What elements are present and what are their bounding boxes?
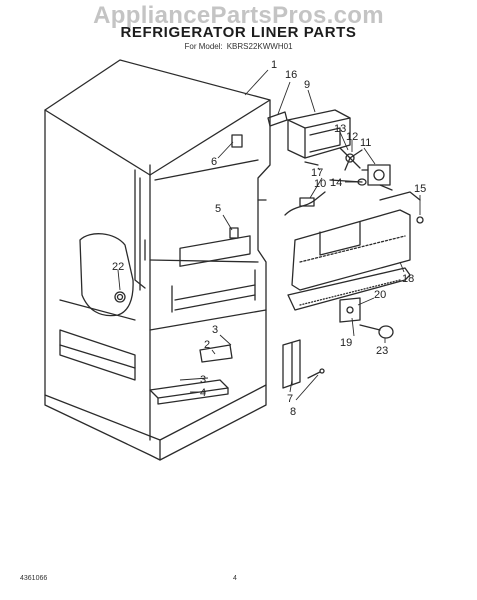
callout-5: 5 [215,203,221,215]
model-number: KBRS22KWWH01 [226,42,293,51]
part-9-housing [287,109,351,159]
callout-4: 4 [200,387,206,399]
part-16-gasket [267,111,288,127]
page-number: 4 [233,575,237,582]
callout-17: 17 [311,167,323,179]
callout-22: 22 [112,261,124,273]
callout-3b: 3 [200,374,206,386]
watermark-text: AppliancePartsPros.com [93,2,384,29]
callout-16: 16 [285,69,297,81]
part-13-fan-blade [339,147,363,171]
callout-19: 19 [340,337,352,349]
callout-14: 14 [330,177,342,189]
document-number: 4361066 [20,575,48,582]
liner-cabinet [44,59,271,461]
part-15-screw [416,216,424,224]
callout-13: 13 [334,123,346,135]
callout-1: 1 [271,59,277,71]
callout-3a: 3 [212,324,218,336]
model-line: For Model:KBRS22KWWH01 [0,42,477,51]
callout-18: 18 [402,273,414,285]
diagram-title: REFRIGERATOR LINER PARTS [120,24,357,41]
callout-12: 12 [346,131,358,143]
callout-7: 7 [287,393,293,405]
part-7-bracket [282,339,301,389]
part-20-bracket [339,297,361,323]
part-18-duct-panel [287,191,421,311]
callout-6: 6 [211,156,217,168]
part-11-motor [361,164,393,191]
part-22-panel [79,233,134,317]
callout-labels: 1 16 9 13 12 11 14 17 10 15 18 20 19 23 … [112,59,426,418]
part-6-clip [231,134,243,148]
part-4-rail [149,379,229,405]
part-10-wire [284,191,326,216]
part-17-screw [304,161,319,166]
callout-8: 8 [290,406,296,418]
part-8-screw [307,368,325,379]
part-2-support [199,344,233,363]
callout-15: 15 [414,183,426,195]
leader-lines [117,69,421,401]
callout-23: 23 [376,345,388,357]
model-prefix: For Model: [184,42,223,51]
part-5-clip [229,227,239,239]
callout-2: 2 [204,339,210,351]
part-23-knob [359,324,394,339]
callout-20: 20 [374,289,386,301]
callout-9: 9 [304,79,310,91]
callout-10: 10 [314,178,326,190]
callout-11: 11 [360,137,371,149]
